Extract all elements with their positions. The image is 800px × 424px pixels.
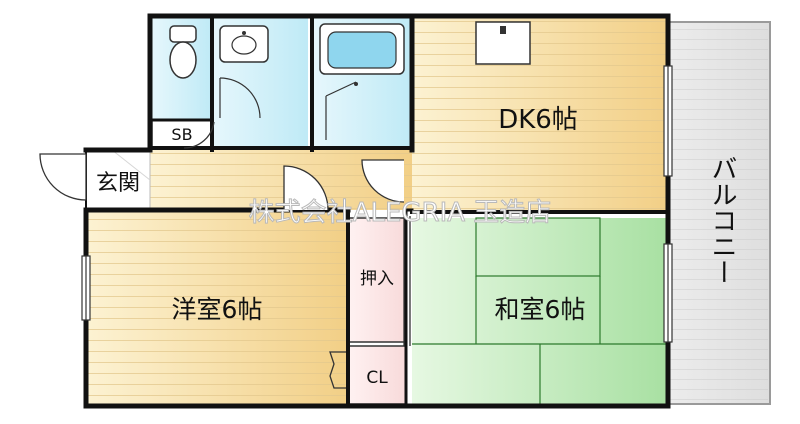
washroom-door <box>183 121 215 149</box>
balcony <box>667 21 771 405</box>
closet: CL <box>347 345 407 405</box>
bathroom <box>314 18 412 150</box>
toilet-fixture-icon <box>169 25 197 79</box>
wash-basin-icon <box>219 25 269 63</box>
room-label-japanese: 和室6帖 <box>495 295 586 324</box>
doors <box>39 121 411 389</box>
sb-storage: SB <box>151 119 213 149</box>
room-label-sb: SB <box>171 125 192 144</box>
toilet <box>152 18 212 120</box>
room-label-balcony: バルコニー <box>707 155 737 285</box>
windows <box>81 65 673 343</box>
room-label-cl: CL <box>366 368 388 388</box>
western-room-door <box>283 165 329 211</box>
room-label-western: 洋室6帖 <box>172 295 263 324</box>
watermark-text: 株式会社ALEGRIA 玉造店 <box>249 198 552 228</box>
entrance-door <box>39 153 87 201</box>
closet-folding-door <box>329 351 346 389</box>
bathtub-icon <box>319 23 405 75</box>
dk-door <box>361 159 405 203</box>
room-label-entrance: 玄関 <box>96 171 140 196</box>
kitchen-sink-icon <box>475 21 531 65</box>
dk-floor <box>412 18 668 210</box>
washroom <box>212 18 308 150</box>
oshiire: 押入 <box>347 217 407 343</box>
japanese-room-floor <box>412 217 668 404</box>
entrance-floor <box>88 149 151 210</box>
room-label-oshiire: 押入 <box>360 269 394 289</box>
room-label-dk: DK6帖 <box>498 105 578 135</box>
western-room-floor <box>88 210 348 406</box>
